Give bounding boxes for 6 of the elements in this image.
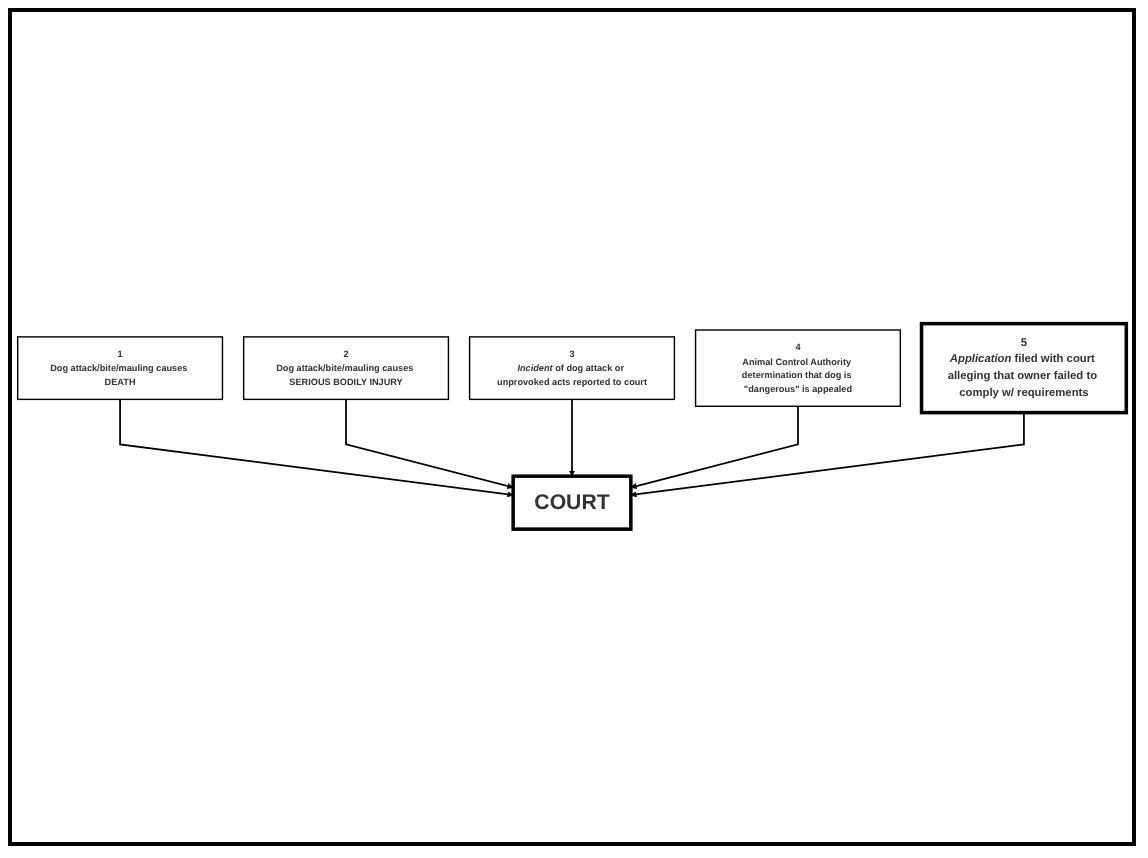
- arrow: [345, 399, 514, 490]
- arrow: [568, 399, 576, 478]
- arrow: [630, 412, 1025, 498]
- arrow: [119, 399, 514, 498]
- arrow: [630, 405, 799, 490]
- node-box: COURT: [511, 475, 633, 532]
